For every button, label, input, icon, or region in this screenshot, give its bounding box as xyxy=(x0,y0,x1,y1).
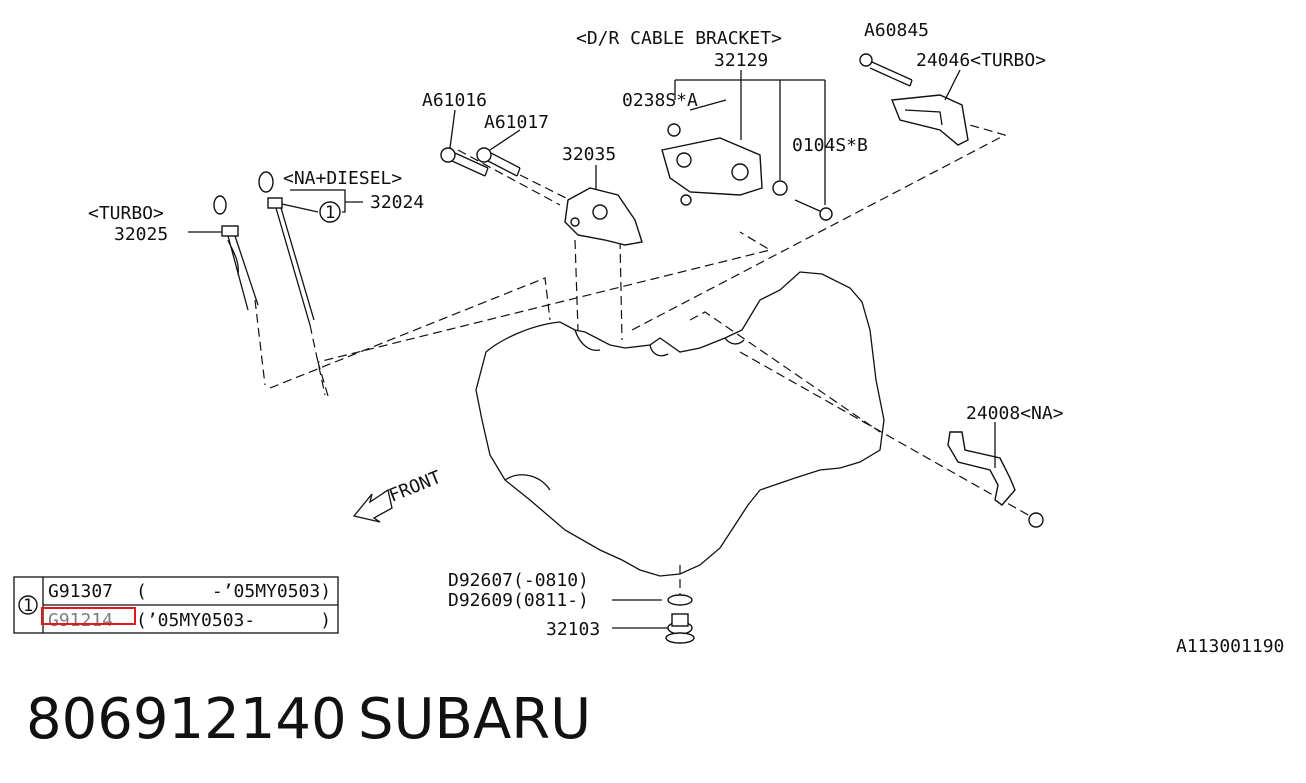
legend-row-2-part: G91214 xyxy=(48,610,113,631)
ref-circle-1 xyxy=(319,201,341,223)
turbo-label: <TURBO> xyxy=(88,203,164,224)
leader-lines xyxy=(188,69,996,629)
part-a61016-label: A61016 xyxy=(422,90,487,111)
bolt-a60845 xyxy=(859,53,913,87)
part-d92609-label: D92609(0811-) xyxy=(448,590,589,611)
part-0238s-a-label: 0238S*A xyxy=(622,90,698,111)
part-24008-na-label: 24008<NA> xyxy=(966,403,1064,424)
part-32025-label: 32025 xyxy=(114,224,168,245)
bracket-24008 xyxy=(947,431,1044,528)
bracket-32129 xyxy=(661,123,833,221)
part-24046-turbo-label: 24046<TURBO> xyxy=(916,50,1046,71)
part-0104s-b-label: 0104S*B xyxy=(792,135,868,156)
legend-row-2-range: (’05MY0503- ) xyxy=(136,610,331,631)
bracket-24046 xyxy=(891,94,969,146)
part-a60845-label: A60845 xyxy=(864,20,929,41)
part-32024-label: 32024 xyxy=(370,192,424,213)
ref-circle-1-label: 1 xyxy=(325,203,335,223)
part-32129-label: 32129 xyxy=(714,50,768,71)
supersession-table: 1 G91307 ( -’05MY0503) G91214 (’05MY0503… xyxy=(13,576,339,634)
engine-block xyxy=(475,271,885,577)
illustration-id: A113001190 xyxy=(1176,636,1284,657)
bracket-32035 xyxy=(564,187,643,246)
highlight-box xyxy=(41,607,136,625)
drain-plug-32103 xyxy=(665,594,695,644)
front-arrow-icon xyxy=(352,488,393,523)
front-label: FRONT xyxy=(386,467,444,507)
part-d92607-label: D92607(-0810) xyxy=(448,570,589,591)
part-a61017-label: A61017 xyxy=(484,112,549,133)
legend-row-1-part: G91307 xyxy=(48,581,113,602)
part-32103-label: 32103 xyxy=(546,619,600,640)
dr-cable-bracket-label: <D/R CABLE BRACKET> xyxy=(576,28,782,49)
dipstick-32024 xyxy=(258,171,315,326)
part-number: 806912140 xyxy=(26,687,347,752)
brand-name: SUBARU xyxy=(358,687,591,752)
bolts-a61016-a61017 xyxy=(440,147,521,177)
legend-row-1-range: ( -’05MY0503) xyxy=(136,581,331,602)
dipstick-32025 xyxy=(213,195,259,311)
part-32035-label: 32035 xyxy=(562,144,616,165)
assembly-lines xyxy=(254,117,1031,600)
na-diesel-label: <NA+DIESEL> xyxy=(283,168,402,189)
legend-marker: 1 xyxy=(23,596,33,616)
